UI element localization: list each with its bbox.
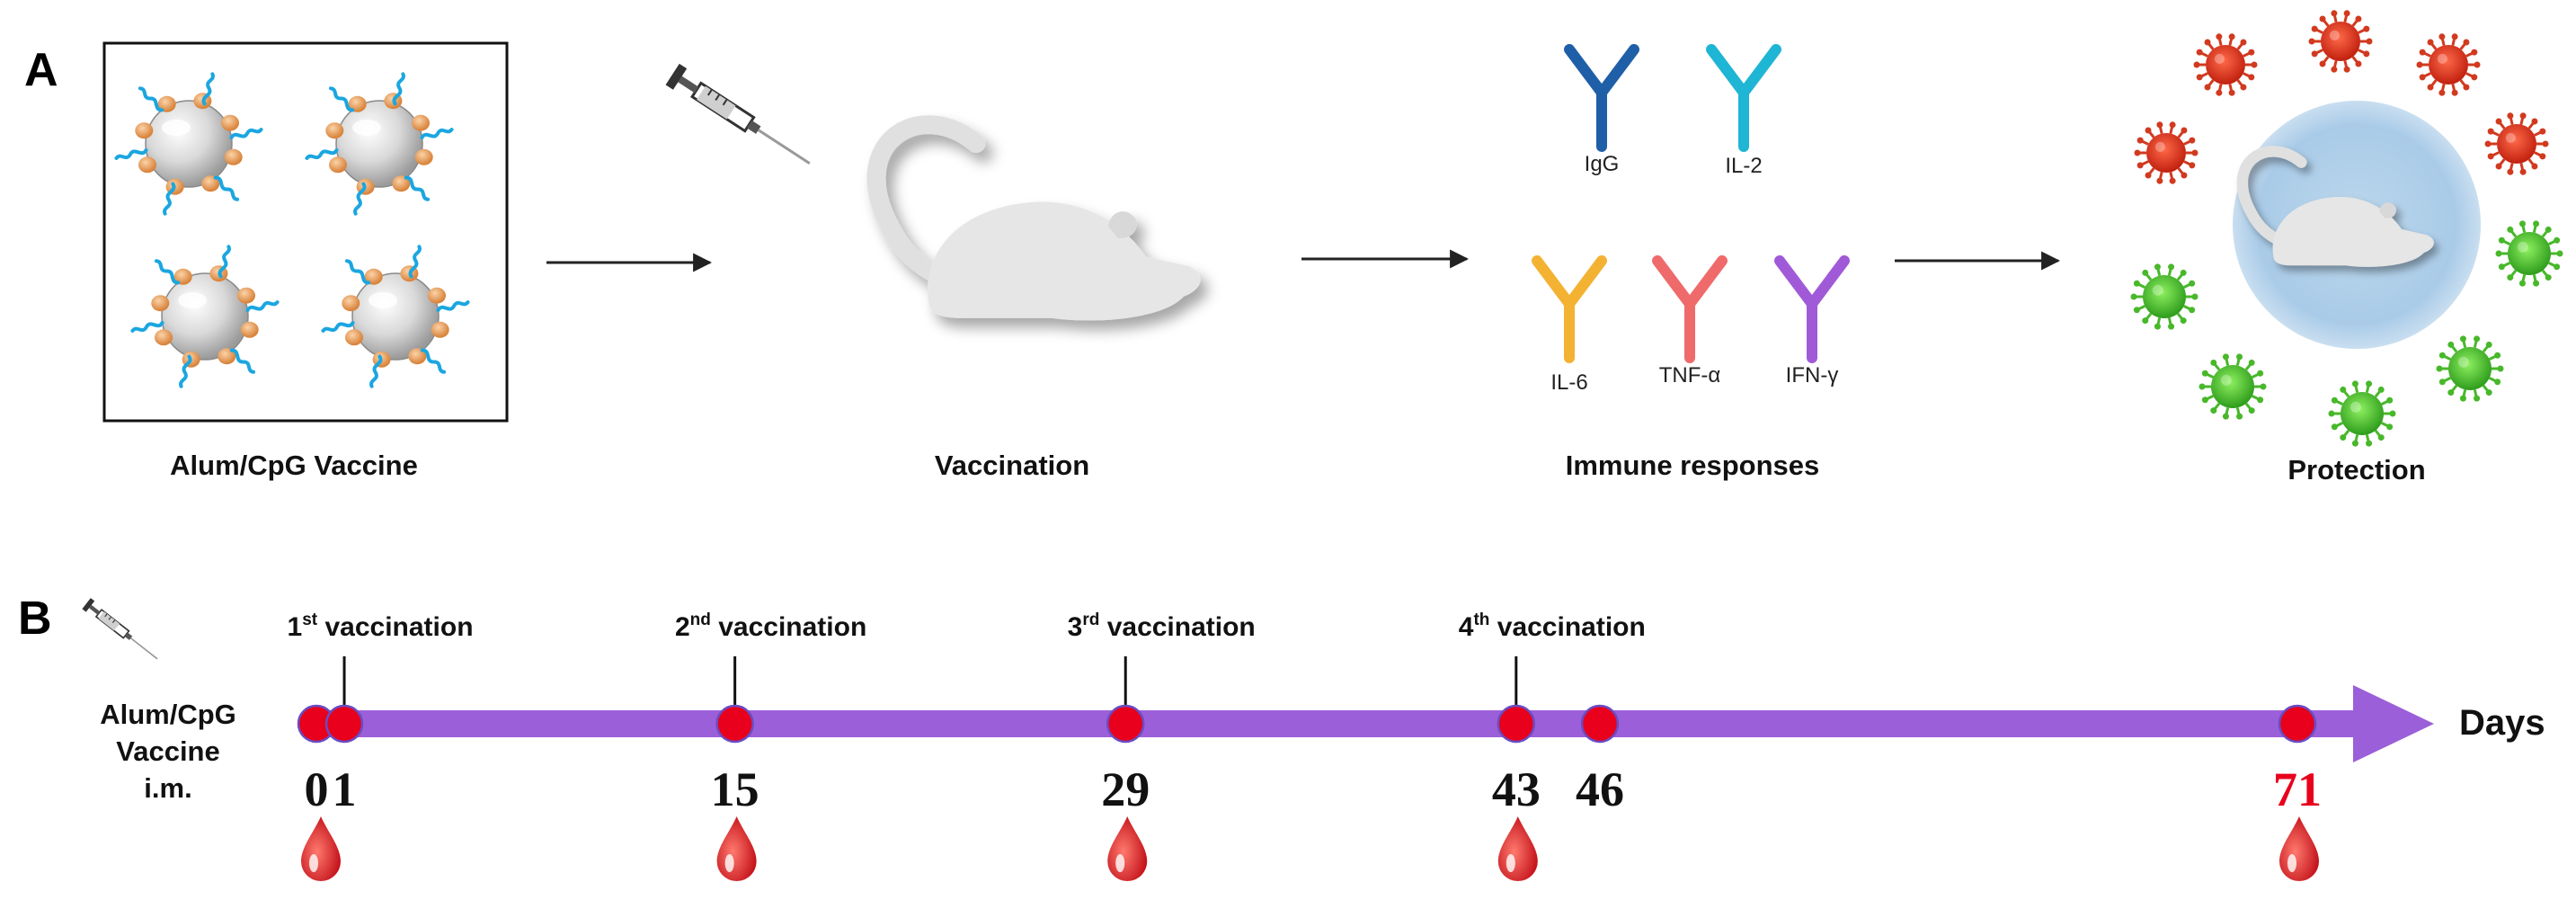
- panel-b-letter: B: [18, 593, 52, 645]
- panel-a: A Alum/CpG Vaccine Vaccination IgG IL-2IL…: [24, 10, 2563, 486]
- antibody-label: IgG: [1585, 152, 1620, 176]
- small-syringe-icon: [81, 597, 163, 665]
- virus-icon: [2198, 353, 2267, 420]
- vaccination-label-2: 2nd vaccination: [675, 610, 866, 642]
- route-line-3: i.m.: [144, 772, 191, 804]
- antibody-icon-3: [1532, 255, 1607, 363]
- immune-label: Immune responses: [1566, 450, 1820, 481]
- virus-icon: [2484, 112, 2549, 175]
- route-line-2: Vaccine: [116, 735, 219, 767]
- virus-icon: [2134, 121, 2198, 184]
- antibody-icon-4: [1652, 255, 1728, 363]
- antibody-icon-1: [1564, 44, 1639, 152]
- virus-icon: [2130, 263, 2198, 330]
- route-line-1: Alum/CpG: [100, 699, 236, 730]
- virus-icon: [2308, 10, 2373, 73]
- blood-drop-icon: [1497, 816, 1538, 881]
- day-label: 46: [1576, 762, 1624, 816]
- day-label: 0: [305, 762, 329, 816]
- day-dot: [1106, 704, 1145, 744]
- day-dot: [715, 704, 754, 744]
- days-axis-label: Days: [2459, 703, 2545, 743]
- vaccination-label-4: 4th vaccination: [1459, 610, 1646, 642]
- day-label: 1: [333, 762, 357, 816]
- virus-icon: [2436, 335, 2504, 402]
- day-label: 29: [1101, 762, 1150, 816]
- antibody-icon-5: [1774, 255, 1850, 363]
- day-label: 71: [2273, 762, 2322, 816]
- blood-drop-icon: [2279, 816, 2319, 881]
- antibody-label: IL-2: [1725, 154, 1762, 178]
- antibody-icon-2: [1706, 44, 1781, 152]
- protection-label: Protection: [2287, 454, 2425, 486]
- mouse-icon: [876, 125, 1201, 321]
- virus-icon: [2193, 33, 2258, 96]
- antibody-icons: IgG IL-2IL-6 TNF-α IFN-γ: [1532, 44, 1850, 395]
- day-label: 43: [1492, 762, 1541, 816]
- vaccination-label-1: 1st vaccination: [288, 610, 474, 642]
- protection-illustration: [2130, 10, 2563, 447]
- vaccination-markers: 1st vaccination 2nd vaccination 3rd vaccin…: [288, 610, 1646, 710]
- virus-icon: [2328, 380, 2396, 447]
- day-dot: [1497, 704, 1536, 744]
- vaccine-box: [102, 41, 509, 423]
- blood-drop-icon: [1107, 816, 1148, 881]
- panel-a-letter: A: [24, 44, 58, 96]
- vaccination-label-3: 3rd vaccination: [1068, 610, 1256, 642]
- blood-drop-icon: [716, 816, 757, 881]
- timeline-arrow: [316, 685, 2434, 762]
- vaccine-label: Alum/CpG Vaccine: [170, 450, 418, 481]
- antibody-label: IFN-γ: [1786, 363, 1839, 388]
- day-dot: [2278, 704, 2317, 744]
- day-dot: [324, 704, 364, 744]
- antibody-label: TNF-α: [1659, 363, 1721, 388]
- virus-icon: [2495, 220, 2563, 287]
- virus-icons: [2130, 10, 2563, 447]
- virus-icon: [2416, 33, 2481, 96]
- antibody-label: IL-6: [1550, 370, 1587, 395]
- day-label: 15: [711, 762, 759, 816]
- syringe-icon: [664, 62, 818, 175]
- vaccination-label: Vaccination: [935, 450, 1089, 481]
- panel-b: B Alum/CpG Vaccine i.m. Days 1st vaccina…: [18, 593, 2545, 881]
- day-dot: [1580, 704, 1620, 744]
- blood-drop-icon: [301, 816, 341, 881]
